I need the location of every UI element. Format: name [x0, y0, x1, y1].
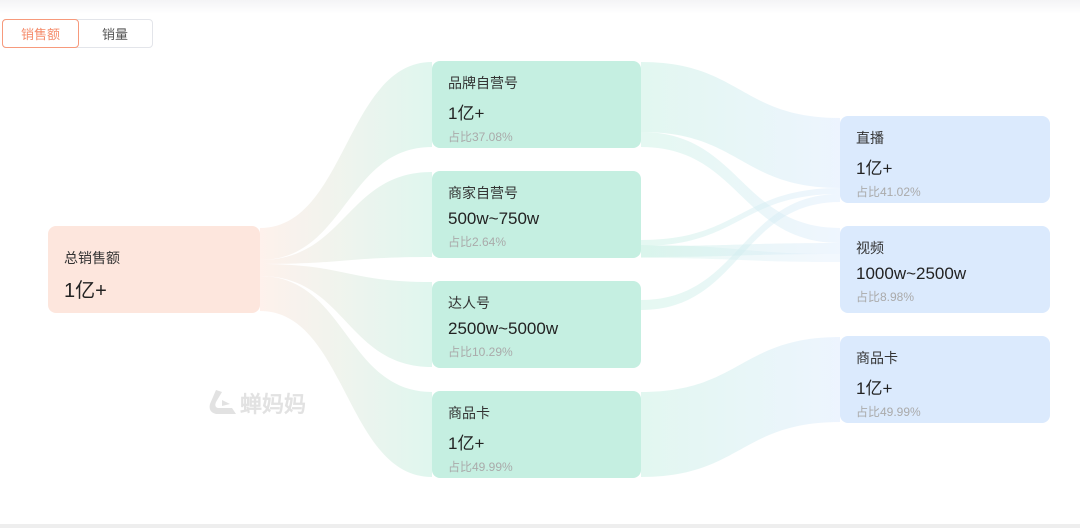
node-name: 视频: [856, 240, 884, 256]
node-share: 占比10.29%: [448, 345, 513, 359]
node-share: 占比37.08%: [448, 130, 513, 144]
node-share: 占比49.99%: [856, 405, 921, 419]
node-value: 1亿+: [64, 280, 107, 302]
node-value: 1亿+: [448, 434, 485, 453]
tab-sales-volume[interactable]: 销量: [101, 27, 128, 42]
node-name: 达人号: [448, 295, 490, 311]
link-total-productcard: [260, 276, 432, 477]
link-productcard-productcard: [641, 337, 840, 477]
node-value: 2500w~5000w: [448, 319, 559, 338]
link-merchant-live: [641, 188, 840, 246]
node-influencer[interactable]: 达人号 2500w~5000w 占比10.29%: [432, 281, 641, 368]
tab-sales-amount[interactable]: 销售额: [2, 19, 79, 48]
node-name: 品牌自营号: [448, 75, 518, 91]
watermark-text: 蝉妈妈: [240, 392, 307, 417]
node-value: 1亿+: [856, 379, 893, 398]
logo-icon: [209, 390, 236, 414]
node-name: 直播: [856, 130, 884, 146]
node-share: 占比2.64%: [448, 235, 507, 249]
node-value: 1亿+: [448, 104, 485, 123]
node-product-card[interactable]: 商品卡 1亿+ 占比49.99%: [840, 336, 1050, 423]
watermark: 蝉妈妈: [206, 387, 306, 419]
node-brand-self-operated[interactable]: 品牌自营号 1亿+ 占比37.08%: [432, 61, 641, 148]
node-product-card-channel[interactable]: 商品卡 1亿+ 占比49.99%: [432, 391, 641, 478]
node-value: 500w~750w: [448, 209, 540, 228]
node-total-sales[interactable]: 总销售额 1亿+: [48, 226, 260, 313]
bottom-divider: [0, 524, 1080, 528]
node-name: 总销售额: [64, 250, 120, 266]
node-share: 占比8.98%: [856, 290, 915, 304]
node-value: 1亿+: [856, 159, 893, 178]
metric-tabs: 销售额 销量: [2, 19, 153, 48]
top-shadow: [0, 0, 1080, 14]
node-name: 商品卡: [856, 350, 898, 366]
node-live[interactable]: 直播 1亿+ 占比41.02%: [840, 116, 1050, 203]
link-total-merchant: [260, 172, 432, 264]
link-brand-live: [641, 62, 840, 188]
link-total-influencer: [260, 264, 432, 367]
link-influencer-video: [641, 245, 840, 262]
node-merchant-self-operated[interactable]: 商家自营号 500w~750w 占比2.64%: [432, 171, 641, 258]
node-name: 商家自营号: [448, 185, 518, 201]
link-brand-video: [641, 132, 840, 243]
node-name: 商品卡: [448, 405, 490, 421]
node-share: 占比49.99%: [448, 460, 513, 474]
node-video[interactable]: 视频 1000w~2500w 占比8.98%: [840, 226, 1050, 313]
node-share: 占比41.02%: [856, 185, 921, 199]
link-total-brand: [260, 62, 432, 260]
node-value: 1000w~2500w: [856, 264, 967, 283]
